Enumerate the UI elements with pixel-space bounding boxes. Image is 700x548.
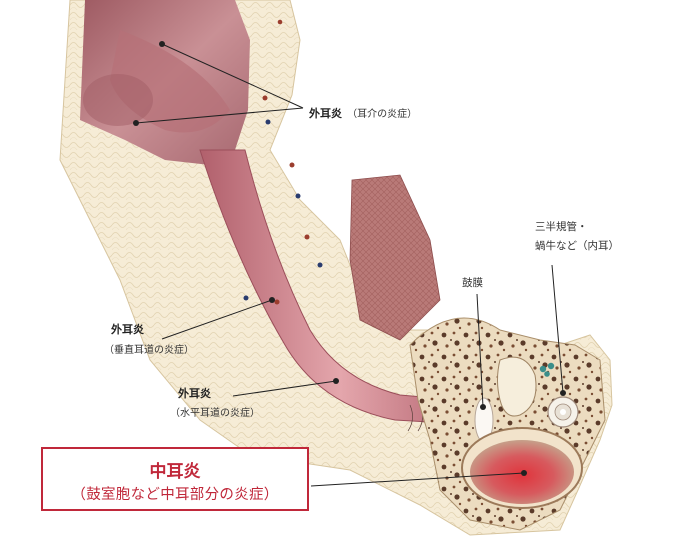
middle-ear-callout: 中耳炎 （鼓室胞など中耳部分の炎症）	[41, 447, 309, 511]
ossicles	[497, 356, 537, 417]
leader-inner-ear	[551, 264, 564, 394]
label-outer-vertical-note: （垂直耳道の炎症）	[104, 345, 194, 356]
pointer-dot-eardrum	[480, 404, 486, 410]
label-outer-horizontal-title: 外耳炎	[178, 387, 211, 400]
cochlea-core	[560, 409, 566, 415]
leader-middle-ear	[310, 472, 525, 487]
scattered-cells	[243, 19, 323, 305]
leader-horizontal	[232, 380, 337, 397]
label-outer-vertical-title: 外耳炎	[111, 323, 144, 336]
leader-auricle-2	[135, 107, 304, 124]
pointer-dot-auricle-2	[133, 120, 139, 126]
leader-auricle-1	[161, 43, 304, 109]
label-eardrum: 鼓膜	[462, 277, 483, 289]
label-outer-auricle: 外耳炎 （耳介の炎症）	[309, 102, 417, 121]
pointer-dot-auricle-1	[159, 41, 165, 47]
callout-title: 中耳炎	[149, 462, 201, 482]
leader-vertical	[161, 299, 273, 340]
label-inner-ear-line1: 三半規管・	[535, 221, 588, 233]
label-outer-horizontal-note: （水平耳道の炎症）	[170, 408, 260, 419]
callout-note: （鼓室胞など中耳部分の炎症）	[71, 487, 279, 503]
semicircular-canals	[539, 362, 555, 377]
label-inner-ear-line2: 蝸牛など（内耳）	[535, 240, 619, 252]
pointer-dot-vertical	[269, 297, 275, 303]
leader-eardrum	[476, 293, 484, 408]
pointer-dot-inner-ear	[560, 390, 566, 396]
label-outer-auricle-title: 外耳炎	[309, 107, 342, 120]
muscle-tissue	[349, 174, 441, 341]
pinna-hollow	[83, 74, 153, 126]
pointer-dot-horizontal	[333, 378, 339, 384]
pointer-dot-middle-ear	[521, 470, 527, 476]
label-outer-auricle-note: （耳介の炎症）	[347, 109, 418, 120]
